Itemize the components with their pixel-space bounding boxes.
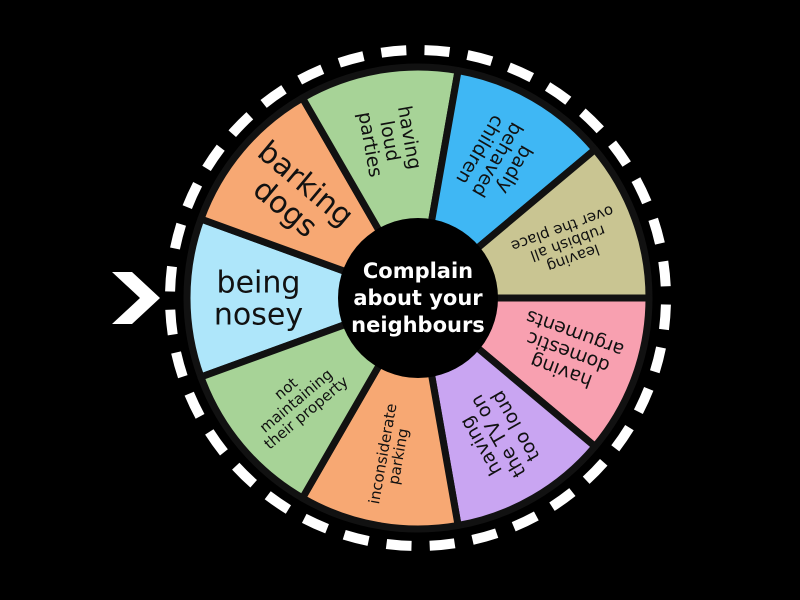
ring-dash [578, 108, 604, 134]
ring-dash [380, 45, 407, 58]
ring-dash [611, 424, 634, 452]
ring-dash [170, 222, 187, 250]
ring-dash [659, 304, 671, 331]
ring-dash [232, 462, 258, 488]
ring-dash [544, 82, 572, 105]
ring-dash [342, 529, 370, 546]
ring-dash [648, 217, 665, 245]
ring-dash [205, 429, 228, 456]
ring-dash [182, 181, 203, 209]
center-label: Complain about your neighbours [351, 259, 485, 337]
ring-dash [466, 50, 494, 67]
ring-dash [658, 260, 671, 287]
ring-dash [507, 62, 535, 83]
ring-dash [228, 112, 254, 138]
ring-dash [633, 387, 654, 415]
ring-dash [424, 45, 451, 57]
ring-dash [297, 64, 325, 85]
ring-dash [202, 144, 225, 172]
ring-dash [301, 513, 329, 534]
segment-label-line: nosey [214, 297, 303, 332]
center-label-line: neighbours [351, 313, 485, 337]
ring-dash [649, 346, 666, 374]
wheel-segment[interactable] [183, 215, 422, 381]
ring-dash [549, 488, 576, 511]
ring-dash [171, 351, 188, 379]
center-label-line: Complain [363, 259, 473, 283]
ring-dash [608, 140, 631, 167]
ring-dash [337, 51, 365, 68]
chevron-right-icon [112, 272, 160, 324]
ring-dash [471, 528, 499, 545]
ring-dash [385, 539, 412, 551]
center-hub[interactable] [338, 218, 498, 378]
ring-dash [184, 391, 205, 419]
ring-dash [631, 177, 652, 205]
ring-dash [165, 265, 177, 292]
ring-dash [260, 85, 287, 108]
segment-label-line: being [217, 266, 301, 301]
dashed-border-ring [165, 45, 671, 551]
ring-dash [165, 309, 178, 336]
ring-dash [582, 458, 608, 484]
ring-dash [429, 538, 456, 551]
center-label-line: about your [353, 286, 483, 310]
ring-dash [511, 511, 539, 532]
ring-dash [264, 491, 292, 514]
